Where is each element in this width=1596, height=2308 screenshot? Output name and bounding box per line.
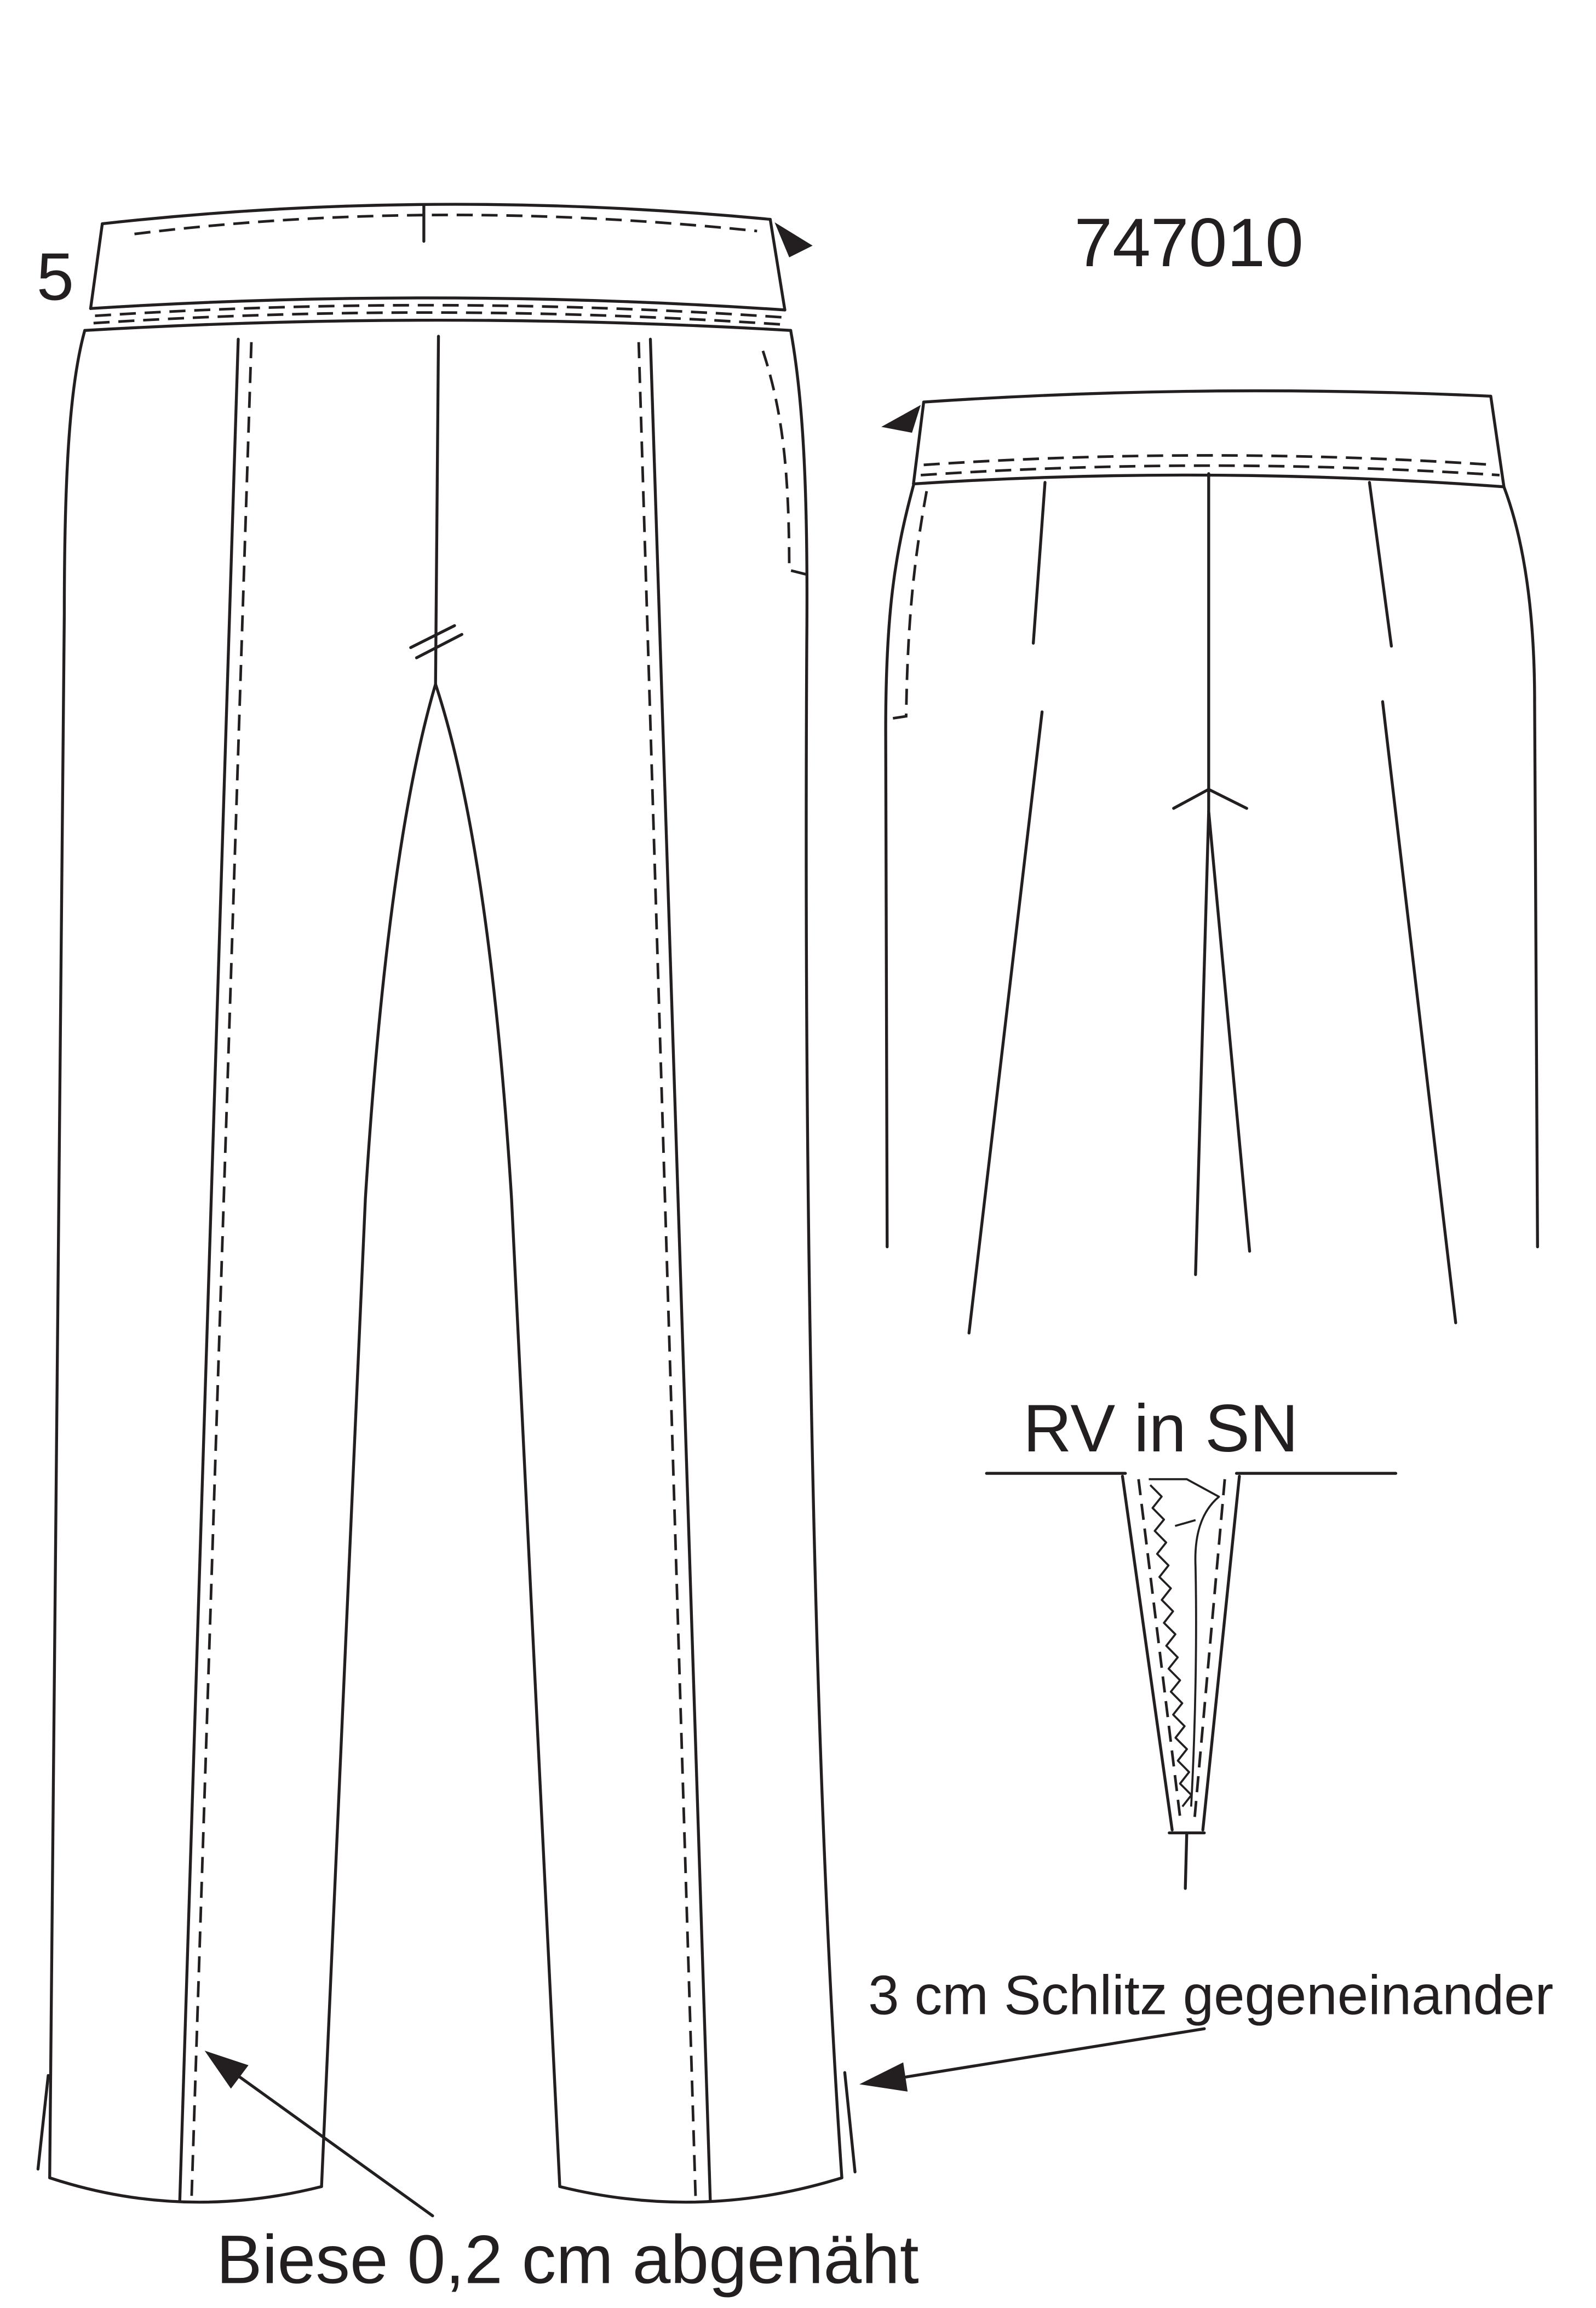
back-waistband: [881, 389, 1506, 489]
back-left-dart: [1031, 481, 1047, 645]
model-number: 747010: [1074, 204, 1303, 281]
zipper-detail: [985, 1472, 1398, 1890]
left-leg-slit: [36, 2074, 50, 2171]
waistband-bottom-stitching-1: [95, 303, 782, 319]
fly-hash-mark-2: [415, 633, 463, 659]
waistband-top-edge: [101, 203, 772, 226]
back-waistband-right-side: [1489, 394, 1506, 489]
size-number: 5: [37, 239, 74, 314]
piping-note: Biese 0,2 cm abgenäht: [216, 2220, 919, 2298]
zipper-left-stitching: [1137, 1479, 1182, 1824]
piping-pointer-line: [238, 2075, 434, 2218]
left-leg-inner-seam: [320, 682, 437, 2188]
right-leg-hem: [558, 2176, 843, 2204]
right-leg-slit: [843, 2071, 857, 2174]
slit-pointer-line: [904, 2027, 1206, 2079]
right-leg-outer-seam: [789, 329, 843, 2179]
front-side-pocket-stitching: [761, 350, 807, 576]
back-view: [881, 389, 1539, 1335]
waistband-bottom-stitching-2: [93, 311, 784, 326]
waistband-right-side: [768, 217, 786, 312]
zipper-right-seam: [1201, 1474, 1241, 1832]
piping-pointer: [204, 2051, 434, 2218]
back-waistband-stitching-2: [920, 464, 1500, 476]
back-right-side-seam: [1502, 485, 1539, 1249]
zipper-seam-continuation: [1184, 1831, 1189, 1890]
left-leg-piping-stitching: [190, 342, 253, 2202]
fly-hash-mark-1: [409, 624, 456, 650]
back-left-side-seam: [884, 484, 915, 1249]
back-side-pocket-stitching: [887, 491, 928, 721]
waistband-left-side: [89, 222, 104, 310]
back-right-inner-leg: [1207, 809, 1251, 1253]
slit-note: 3 cm Schlitz gegeneinander: [868, 1964, 1553, 2026]
zipper-right-stitching: [1192, 1479, 1226, 1824]
back-waistband-top-edge: [922, 389, 1492, 404]
front-view: [36, 203, 857, 2204]
back-right-dart: [1368, 481, 1393, 648]
back-body: [884, 472, 1539, 1335]
zipper-pull-tab: [1174, 1519, 1196, 1527]
piping-arrow-icon: [204, 2051, 249, 2089]
closure-arrow-icon: [774, 222, 813, 257]
left-leg-piping-seam: [178, 337, 240, 2203]
left-leg-hem: [48, 2176, 323, 2204]
center-front-line: [434, 335, 440, 686]
right-leg-piping-seam: [648, 337, 712, 2203]
slit-arrow-icon: [859, 2062, 908, 2092]
back-left-inner-leg: [1194, 809, 1210, 1276]
back-right-piping-seam: [1381, 700, 1457, 1324]
waistband-seam: [83, 318, 793, 332]
right-leg-piping-stitching: [637, 342, 697, 2202]
back-left-piping-seam: [967, 710, 1044, 1335]
zipper-left-seam: [1121, 1474, 1174, 1832]
back-waistband-left-side: [912, 400, 926, 486]
waistband-top-stitching: [134, 214, 757, 236]
waistband-bottom-edge: [89, 296, 786, 312]
front-body: [36, 329, 857, 2204]
center-back-chevron: [1172, 788, 1248, 810]
right-leg-inner-seam: [434, 682, 561, 2188]
zipper-teeth: [1149, 1484, 1193, 1807]
front-waistband: [83, 203, 813, 332]
back-closure-arrow-icon: [881, 405, 921, 433]
left-leg-outer-seam: [48, 329, 87, 2179]
zipper-note: RV in SN: [1023, 1391, 1299, 1466]
zipper-slider-flap: [1149, 1478, 1220, 1807]
back-waistband-stitching-1: [923, 454, 1494, 467]
slit-pointer: [859, 2027, 1206, 2092]
